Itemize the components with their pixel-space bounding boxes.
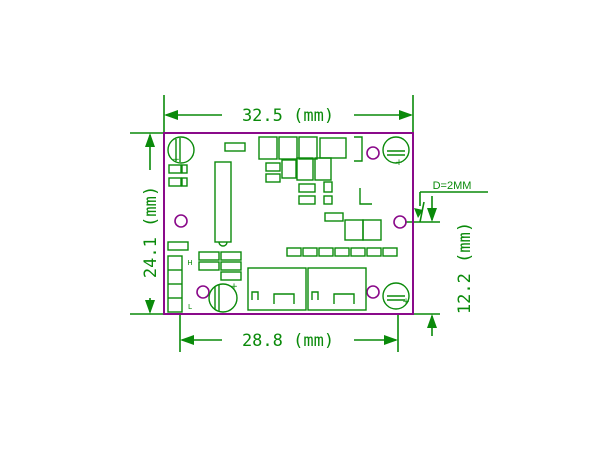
top-width-label: 32.5 (mm) xyxy=(242,106,334,126)
capacitor-top-left: + xyxy=(167,136,195,165)
bottom-width-label: 28.8 (mm) xyxy=(242,331,334,351)
top-width-dimension: 32.5 (mm) xyxy=(163,95,414,133)
terminal-block-right xyxy=(307,267,367,311)
mounting-hole-top-right xyxy=(366,146,380,160)
hole-diameter-label: D=2MM xyxy=(433,180,472,192)
terminal-block-left xyxy=(247,267,307,311)
capacitor-top-right: + xyxy=(382,136,410,168)
right-height-dimension: 12.2 (mm) xyxy=(405,196,475,336)
left-height-dimension: 24.1 (mm) xyxy=(130,132,164,315)
mounting-hole-bottom-left xyxy=(196,285,210,299)
header-connector: H L xyxy=(167,255,193,313)
right-height-label: 12.2 (mm) xyxy=(455,222,475,314)
pcb-outline xyxy=(163,132,414,315)
ic-chip xyxy=(214,161,232,247)
smd-components xyxy=(167,136,398,281)
mounting-hole-right xyxy=(393,215,407,229)
capacitor-bottom-right: + xyxy=(382,282,410,310)
pin-label-h: H xyxy=(187,259,192,267)
svg-text:+: + xyxy=(395,158,403,168)
bottom-width-dimension: 28.8 (mm) xyxy=(179,314,399,352)
mounting-hole-bottom-right xyxy=(366,285,380,299)
svg-text:+: + xyxy=(172,155,180,165)
svg-text:+: + xyxy=(402,297,410,307)
hole-diameter-callout: D=2MM xyxy=(414,180,488,223)
left-height-label: 24.1 (mm) xyxy=(141,186,161,278)
mounting-hole-left xyxy=(174,214,188,228)
capacitor-bottom-left: + xyxy=(208,282,238,313)
svg-text:+: + xyxy=(230,282,238,292)
pin-label-l: L xyxy=(188,303,192,311)
